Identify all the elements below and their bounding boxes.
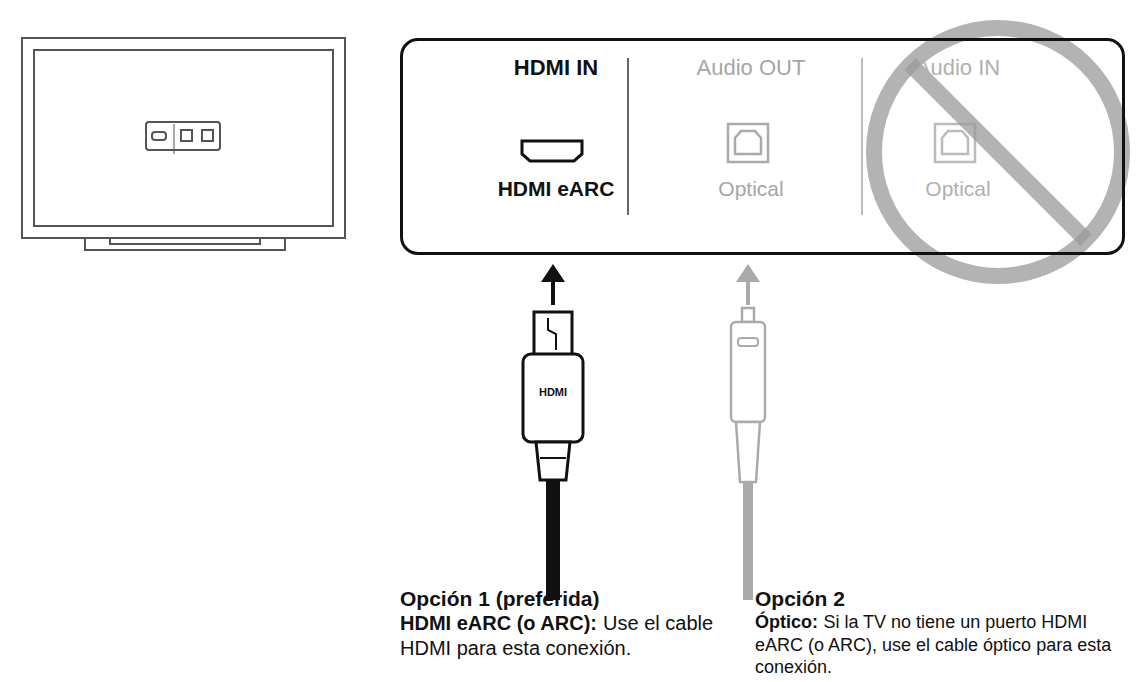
- port-label: Optical: [858, 177, 1058, 201]
- hdmi-cable: [523, 264, 583, 600]
- tv-illustration: [22, 38, 345, 250]
- option-description-block: HDMI eARC (o ARC):Use el cable HDMI para…: [400, 611, 730, 661]
- divider: [861, 58, 863, 215]
- option-description: Óptico:: [755, 612, 818, 632]
- option-heading: Opción 1 (preferida): [400, 587, 600, 610]
- option-description: HDMI eARC (o ARC):: [400, 612, 597, 634]
- port-label: HDMI eARC: [446, 177, 666, 201]
- port-label: Optical: [651, 177, 851, 201]
- option-heading-block: Opción 1 (preferida): [400, 586, 740, 612]
- port-heading: Audio OUT: [651, 55, 851, 81]
- option-heading: Opción 2: [755, 587, 845, 610]
- hdmi-port: [522, 141, 582, 161]
- port-panel: HDMI IN HDMI eARC Audio OUT Optical Audio IN…: [400, 38, 1125, 255]
- plug-label: HDMI: [539, 386, 567, 398]
- divider: [627, 58, 629, 215]
- option-description-block: Óptico:Si la TV no tiene un puerto HDMI …: [755, 611, 1135, 679]
- option-heading-block: Opción 2: [755, 586, 1135, 612]
- optical-cable: [731, 264, 765, 600]
- port-heading: Audio IN: [858, 55, 1058, 81]
- port-heading: HDMI IN: [446, 55, 666, 81]
- optical-port: [728, 124, 768, 162]
- plug-label-block: HDMI: [523, 386, 583, 400]
